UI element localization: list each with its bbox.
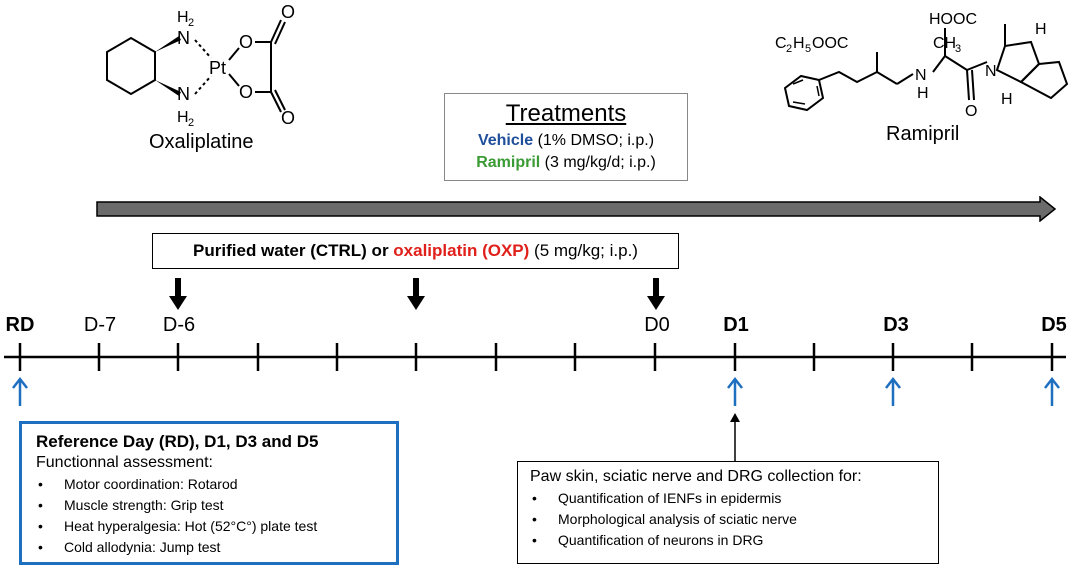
assessment-arrow [1044,376,1060,406]
list-item: Quantification of neurons in DRG [532,530,928,551]
assessment-list: Motor coordination: Rotarod Muscle stren… [36,474,386,558]
treatment-period-arrow [96,196,1057,222]
day-label-d-6: D-6 [162,314,196,336]
assessment-arrow [727,376,743,406]
svg-text:O: O [281,2,295,22]
day-label-rd: RD [5,314,35,336]
svg-text:H: H [177,109,189,126]
svg-text:CH: CH [933,35,956,52]
svg-text:H: H [1001,91,1013,108]
list-item: Muscle strength: Grip test [38,495,386,516]
oxali-n-bottom: N [177,84,190,104]
svg-text:2: 2 [786,43,792,55]
svg-text:H: H [917,85,929,102]
timeline-axis [4,343,1066,371]
collection-box: Paw skin, sciatic nerve and DRG collecti… [517,461,939,564]
svg-text:2: 2 [188,117,194,129]
collection-title: Paw skin, sciatic nerve and DRG collecti… [530,468,862,485]
reference-day-box: Reference Day (RD), D1, D3 and D5 Functi… [19,421,399,565]
svg-text:N: N [915,67,927,84]
svg-text:H: H [1035,21,1047,38]
svg-text:O: O [239,32,253,52]
svg-text:N: N [985,63,997,80]
list-item: Motor coordination: Rotarod [38,474,386,495]
list-item: Heat hyperalgesia: Hot (52°C°) plate tes… [38,516,386,537]
oxali-pt: Pt [209,58,226,78]
injection-box: Purified water (CTRL) or oxaliplatin (OX… [152,233,679,269]
svg-text:H: H [177,9,189,26]
day-label-d1: D1 [723,314,749,336]
injection-arrow [169,278,187,310]
assessment-arrows [12,376,1060,406]
treatment-vehicle: Vehicle (1% DMSO; i.p.) [477,132,655,149]
day-label-d-7: D-7 [83,314,117,336]
treatments-title: Treatments [505,100,627,127]
collection-arrow [730,413,740,461]
svg-text:2: 2 [188,17,194,29]
day-label-d5: D5 [1041,314,1067,336]
ramipril-structure: C 2 H 5 OOC HOOC CH 3 N H N O H H [775,11,1069,120]
assessment-arrow [885,376,901,406]
list-item: Quantification of IENFs in epidermis [532,488,928,509]
functional-assessment-label: Functionnal assessment: [36,454,213,471]
injection-arrow [647,278,665,310]
svg-text:C: C [775,35,787,52]
oxaliplatine-name: Oxaliplatine [149,131,254,153]
day-label-d3: D3 [883,314,909,336]
collection-list: Quantification of IENFs in epidermis Mor… [530,488,928,551]
svg-text:H: H [793,35,805,52]
list-item: Cold allodynia: Jump test [38,537,386,558]
svg-text:3: 3 [955,43,961,55]
svg-text:O: O [239,82,253,102]
injection-arrow [407,278,425,310]
treatments-box: Treatments Vehicle (1% DMSO; i.p.) Ramip… [444,93,688,181]
ramipril-name: Ramipril [886,123,960,145]
list-item: Morphological analysis of sciatic nerve [532,509,928,530]
day-label-d0: D0 [644,314,670,336]
reference-day-title: Reference Day (RD), D1, D3 and D5 [36,432,319,451]
injection-arrows [169,278,665,310]
svg-text:O: O [281,108,295,128]
svg-text:O: O [965,103,977,120]
oxaliplatine-structure: N H 2 N H 2 Pt O O O O [106,2,295,129]
oxali-n-top: N [177,28,190,48]
svg-text:HOOC: HOOC [929,11,977,28]
assessment-arrow [12,376,28,406]
svg-text:5: 5 [805,43,811,55]
svg-text:OOC: OOC [812,35,848,52]
treatment-ramipril: Ramipril (3 mg/kg/d; i.p.) [476,154,656,171]
